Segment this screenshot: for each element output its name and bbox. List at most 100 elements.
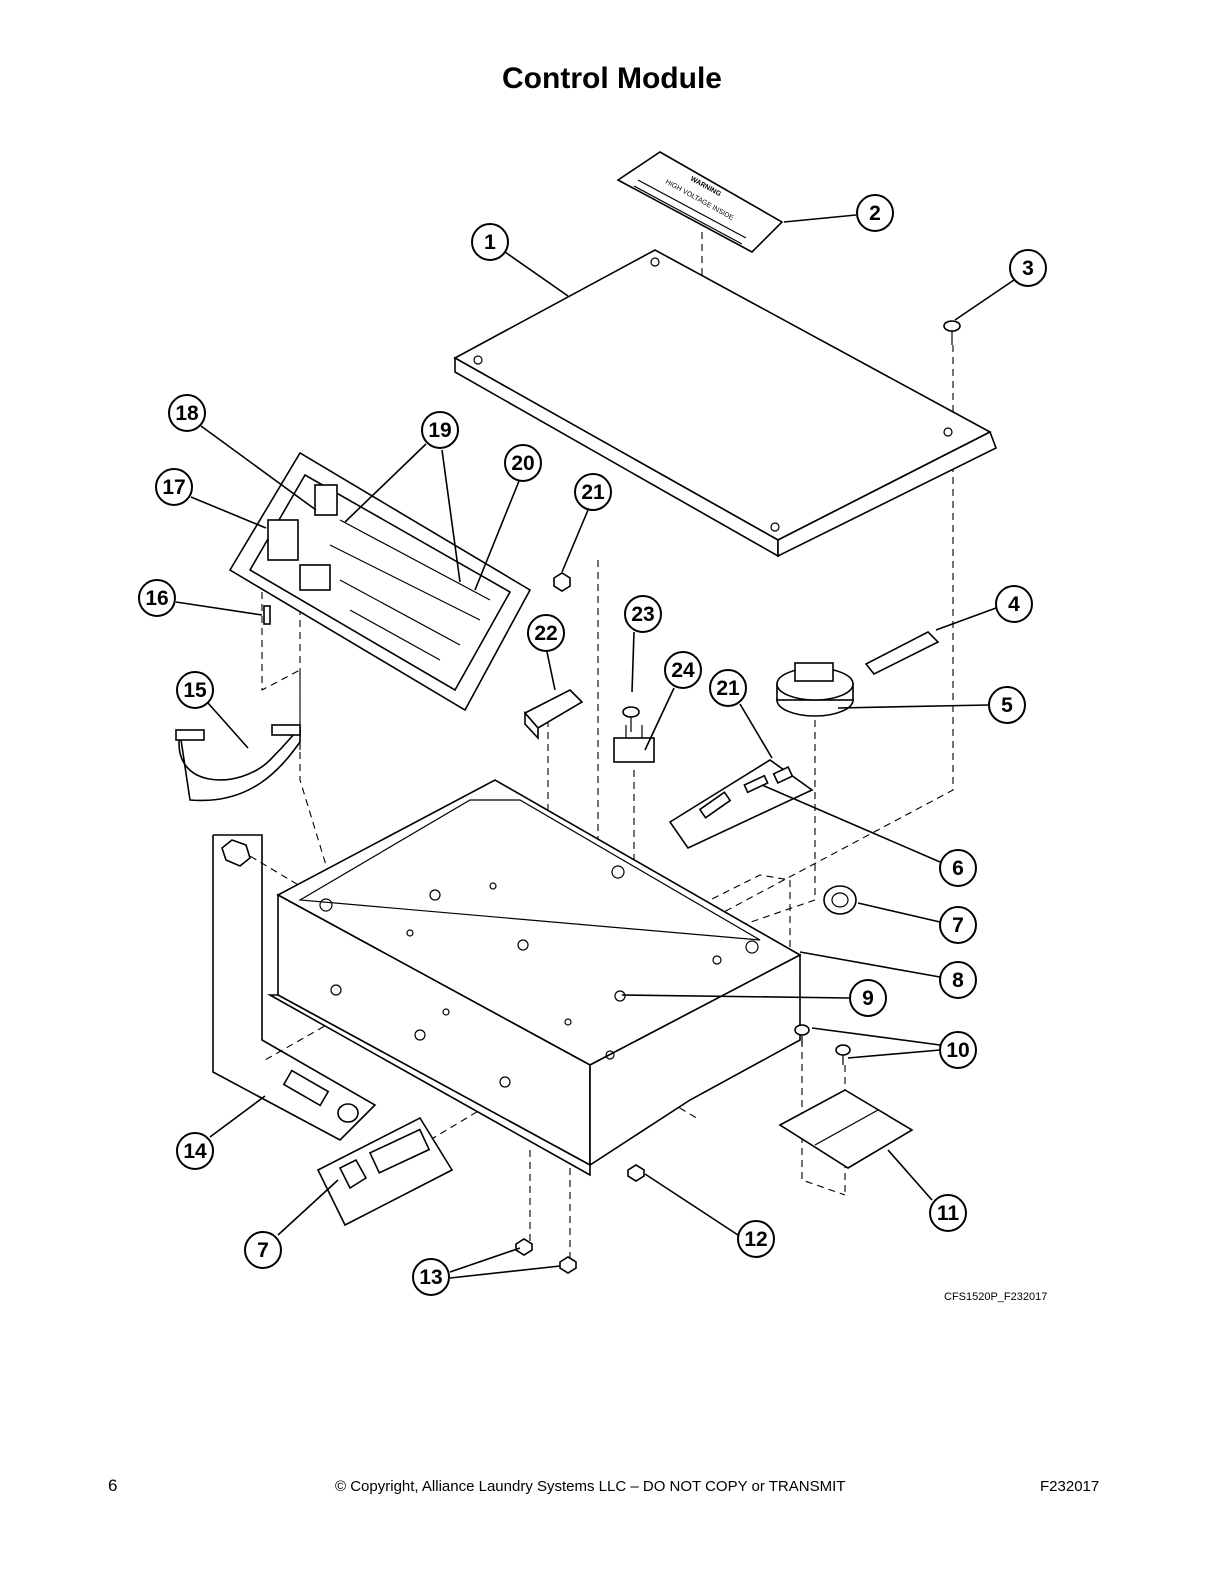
nut-part-21	[553, 572, 571, 592]
callout-10: 10	[939, 1031, 977, 1069]
callout-number: 20	[511, 452, 534, 475]
callout-24: 22	[527, 614, 565, 652]
callout-19: 18	[168, 394, 206, 432]
callout-number: 2	[869, 202, 881, 225]
callout-circle	[176, 1132, 214, 1170]
nuts-part-12-13	[515, 1164, 645, 1274]
callout-circle	[939, 1031, 977, 1069]
document-number: F232017	[1040, 1478, 1100, 1495]
callout-circle	[856, 194, 894, 232]
callout-3: 3	[1009, 249, 1047, 287]
callout-9: 9	[849, 979, 887, 1017]
callout-circle	[849, 979, 887, 1017]
callout-circle	[939, 961, 977, 999]
callout-number: 1	[484, 231, 496, 254]
callout-20: 19	[421, 411, 459, 449]
callout-circle	[412, 1258, 450, 1296]
callout-number: 7	[257, 1239, 269, 1262]
callout-23: 21	[709, 669, 747, 707]
callout-number: 16	[145, 587, 168, 610]
callout-16: 15	[176, 671, 214, 709]
bracket-part-24	[613, 725, 655, 763]
callout-6: 6	[939, 849, 977, 887]
callout-8: 8	[939, 961, 977, 999]
callout-17: 16	[138, 579, 176, 617]
callout-5: 5	[988, 686, 1026, 724]
callout-circle	[138, 579, 176, 617]
callout-number: 7	[952, 914, 964, 937]
callout-number: 3	[1022, 257, 1034, 280]
callout-number: 4	[1008, 593, 1020, 616]
pressure-switch	[776, 662, 854, 717]
callout-26: 24	[664, 651, 702, 689]
callout-22: 21	[574, 473, 612, 511]
callout-number: 17	[162, 476, 185, 499]
inset-parts-21-6	[668, 759, 814, 850]
page-title: Control Module	[502, 62, 722, 95]
callout-14: 7	[244, 1231, 282, 1269]
callout-circle	[155, 468, 193, 506]
callout-1: 1	[471, 223, 509, 261]
callout-circle	[939, 849, 977, 887]
callout-bubbles: 1234567891011121371415161718192021212223…	[138, 194, 1047, 1296]
callout-number: 15	[183, 679, 207, 702]
tube-part-4	[864, 631, 940, 676]
callout-number: 21	[581, 481, 605, 504]
leader-lines	[175, 214, 1015, 1279]
callout-number: 13	[419, 1266, 442, 1289]
callout-25: 23	[624, 595, 662, 633]
callout-circle	[624, 595, 662, 633]
inset-part-14	[212, 834, 377, 1141]
callout-number: 11	[937, 1202, 960, 1225]
callout-number: 5	[1001, 694, 1013, 717]
callout-circle	[737, 1220, 775, 1258]
copyright-notice: © Copyright, Alliance Laundry Systems LL…	[335, 1478, 846, 1495]
callout-number: 6	[952, 857, 964, 880]
callout-circle	[504, 444, 542, 482]
callout-18: 17	[155, 468, 193, 506]
callout-circle	[939, 906, 977, 944]
callout-circle	[709, 669, 747, 707]
callout-circle	[995, 585, 1033, 623]
callout-circle	[176, 671, 214, 709]
callout-number: 9	[862, 987, 874, 1010]
callout-number: 23	[631, 603, 654, 626]
callout-13: 13	[412, 1258, 450, 1296]
callout-circle	[471, 223, 509, 261]
connector-part-22	[523, 689, 584, 741]
base-tray	[266, 779, 802, 1177]
callout-circle	[574, 473, 612, 511]
figure-code: CFS1520P_F232017	[944, 1291, 1048, 1303]
callout-circle	[244, 1231, 282, 1269]
standoff-part-16	[263, 605, 271, 625]
callout-number: 24	[671, 659, 695, 682]
callout-circle	[664, 651, 702, 689]
callout-circle	[527, 614, 565, 652]
callout-number: 22	[534, 622, 557, 645]
callout-15: 14	[176, 1132, 214, 1170]
callout-circle	[929, 1194, 967, 1232]
callout-number: 21	[716, 677, 740, 700]
callout-circle	[1009, 249, 1047, 287]
callout-circle	[168, 394, 206, 432]
inset-part-7b	[316, 1116, 454, 1227]
cover-plate-part-11	[778, 1089, 914, 1169]
warning-decal: WARNING HIGH VOLTAGE INSIDE	[616, 151, 784, 253]
ribbon-cable	[175, 724, 301, 802]
callout-number: 10	[946, 1039, 969, 1062]
callout-number: 18	[175, 402, 199, 425]
callout-number: 8	[952, 969, 964, 992]
page-number: 6	[108, 1476, 118, 1495]
cover-panel	[453, 249, 998, 558]
callout-12: 12	[737, 1220, 775, 1258]
screws-part-10	[794, 1024, 851, 1065]
screw-part-23	[622, 706, 640, 732]
grommet-part-7	[823, 885, 857, 915]
callout-number: 14	[183, 1140, 207, 1163]
callout-number: 19	[428, 419, 451, 442]
screw-part-3	[943, 320, 961, 345]
callout-circle	[421, 411, 459, 449]
callout-number: 12	[744, 1228, 767, 1251]
control-board	[228, 451, 532, 712]
